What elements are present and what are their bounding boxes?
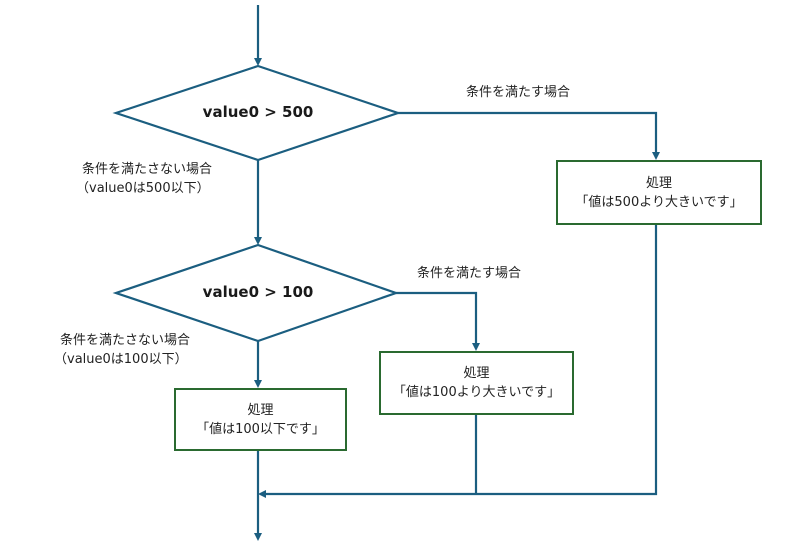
d2-yes-label: 条件を満たす場合 bbox=[417, 266, 522, 281]
d1-no-label-line1: 条件を満たさない場合 bbox=[82, 162, 213, 177]
process-box-gt100: 処理 「値は100より大きいです」 bbox=[379, 351, 574, 415]
d2-no-label-line1: 条件を満たさない場合 bbox=[60, 333, 191, 348]
d2-yes-connector bbox=[396, 291, 480, 351]
process-text: 「値は100より大きいです」 bbox=[392, 385, 561, 400]
process-title: 処理 bbox=[645, 175, 672, 191]
process-box-le100: 処理 「値は100以下です」 bbox=[174, 388, 347, 451]
process-title: 処理 bbox=[247, 402, 274, 418]
process-text: 「値は100以下です」 bbox=[196, 421, 325, 437]
d2-no-label-line2: （value0は100以下） bbox=[54, 352, 188, 367]
process-title: 処理 bbox=[463, 366, 490, 381]
decision-2-condition: value0 > 100 bbox=[202, 283, 314, 301]
d1-yes-label: 条件を満たす場合 bbox=[466, 85, 571, 100]
d1-yes-connector bbox=[398, 111, 660, 160]
decision-1-condition: value0 > 500 bbox=[202, 103, 314, 121]
process-box-gt500: 処理 「値は500より大きいです」 bbox=[556, 160, 762, 225]
d1-no-label-line2: （value0は500以下） bbox=[76, 181, 210, 196]
process-text: 「値は500より大きいです」 bbox=[575, 194, 743, 210]
merge-line-500 bbox=[258, 225, 658, 498]
